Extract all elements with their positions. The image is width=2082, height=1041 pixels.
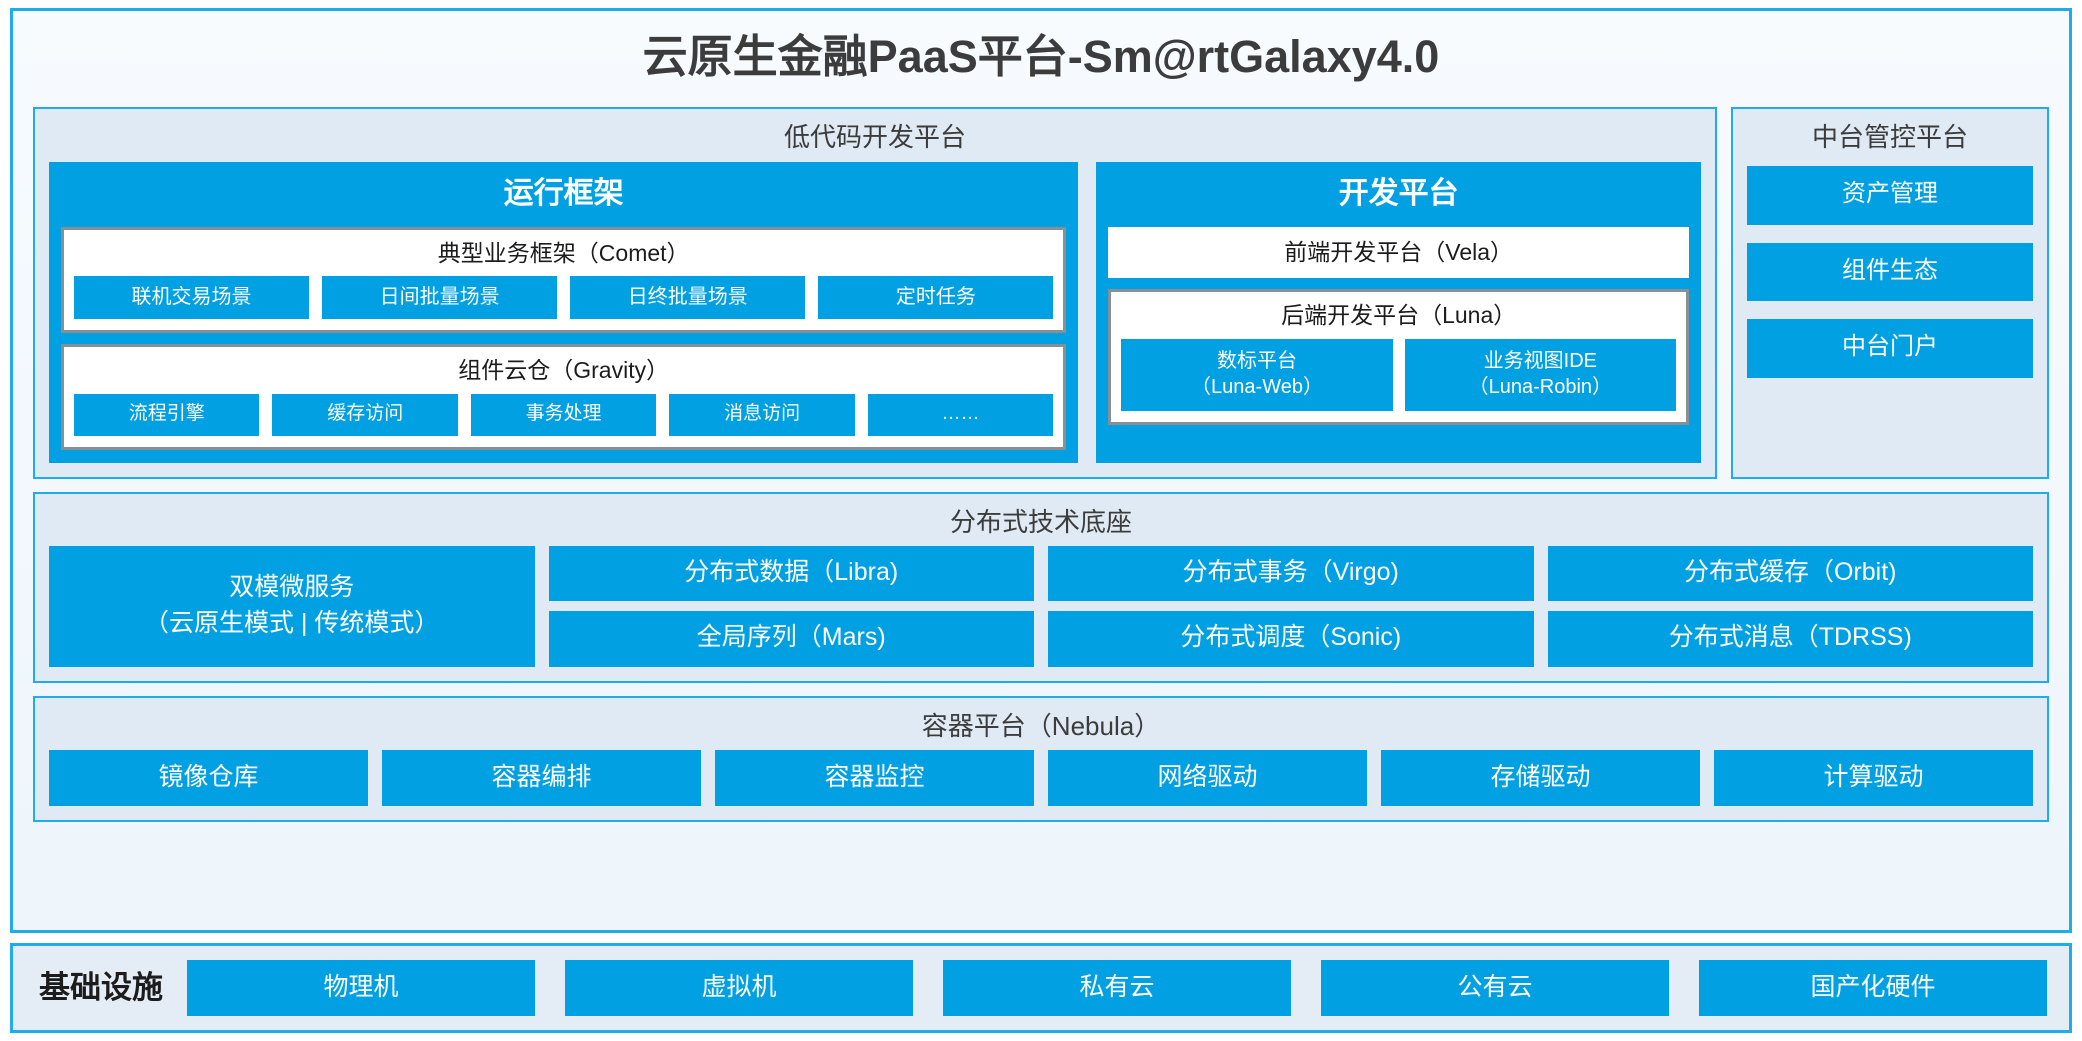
techbase-tile-tdrss[interactable]: 分布式消息（TDRSS) bbox=[1547, 611, 2033, 667]
gravity-item[interactable]: 流程引擎 bbox=[74, 393, 260, 436]
backend-dev-platform-title: 后端开发平台（Luna） bbox=[1281, 302, 1517, 329]
backend-dev-platform-luna-box: 后端开发平台（Luna） 数标平台 （Luna-Web） 业务视图IDE （Lu… bbox=[1108, 289, 1689, 425]
comet-item[interactable]: 定时任务 bbox=[818, 276, 1054, 320]
comet-item[interactable]: 日终批量场景 bbox=[570, 276, 806, 320]
luna-web-tile[interactable]: 数标平台 （Luna-Web） bbox=[1121, 338, 1393, 411]
infra-tile-virtual-machine[interactable]: 虚拟机 bbox=[565, 960, 913, 1016]
gravity-item-more[interactable]: …… bbox=[867, 393, 1054, 436]
comet-item[interactable]: 日间批量场景 bbox=[322, 276, 558, 320]
gravity-box: 组件云仓（Gravity） 流程引擎 缓存访问 事务处理 消息访问 …… bbox=[61, 344, 1067, 450]
techbase-col-1: 分布式数据（Libra) 全局序列（Mars) bbox=[548, 546, 1034, 667]
techbase-col-3: 分布式缓存（Orbit) 分布式消息（TDRSS) bbox=[1547, 546, 2033, 667]
infra-tile-private-cloud[interactable]: 私有云 bbox=[943, 960, 1291, 1016]
luna-chip-row: 数标平台 （Luna-Web） 业务视图IDE （Luna-Robin） bbox=[1121, 338, 1676, 411]
midctrl-platform-panel: 中台管控平台 资产管理 组件生态 中台门户 bbox=[1731, 107, 2049, 479]
infrastructure-tiles: 物理机 虚拟机 私有云 公有云 国产化硬件 bbox=[187, 960, 2047, 1016]
microservice-line2: （云原生模式 | 传统模式） bbox=[144, 609, 440, 638]
midctrl-item-portal[interactable]: 中台门户 bbox=[1747, 319, 2033, 379]
luna-web-line2: （Luna-Web） bbox=[1191, 375, 1323, 398]
infra-tile-physical-machine[interactable]: 物理机 bbox=[187, 960, 535, 1016]
techbase-panel: 分布式技术底座 双模微服务 （云原生模式 | 传统模式） 分布式数据（Libra… bbox=[33, 491, 2049, 683]
luna-robin-tile[interactable]: 业务视图IDE （Luna-Robin） bbox=[1404, 338, 1676, 411]
dev-platform-box: 开发平台 前端开发平台（Vela） 后端开发平台（Luna） 数标平台 （Lun… bbox=[1096, 161, 1701, 463]
techbase-title: 分布式技术底座 bbox=[949, 506, 1132, 537]
midctrl-item-list: 资产管理 组件生态 中台门户 bbox=[1747, 162, 2033, 463]
gravity-title: 组件云仓（Gravity） bbox=[458, 357, 670, 384]
container-tile-orchestration[interactable]: 容器编排 bbox=[382, 750, 701, 807]
container-tile-compute-driver[interactable]: 计算驱动 bbox=[1714, 750, 2033, 807]
container-tile-network-driver[interactable]: 网络驱动 bbox=[1048, 750, 1367, 807]
gravity-chip-row: 流程引擎 缓存访问 事务处理 消息访问 …… bbox=[74, 393, 1054, 436]
gravity-item[interactable]: 消息访问 bbox=[669, 393, 855, 436]
container-tile-monitoring[interactable]: 容器监控 bbox=[715, 750, 1034, 807]
infrastructure-label: 基础设施 bbox=[39, 969, 163, 1005]
midctrl-platform-title: 中台管控平台 bbox=[1811, 122, 1968, 153]
dev-platform-title: 开发平台 bbox=[1338, 176, 1459, 210]
frontend-dev-platform-vela[interactable]: 前端开发平台（Vela） bbox=[1108, 226, 1689, 279]
comet-item[interactable]: 联机交易场景 bbox=[74, 276, 310, 320]
container-platform-title: 容器平台（Nebula） bbox=[921, 710, 1161, 741]
lowcode-platform-body: 运行框架 典型业务框架（Comet） 联机交易场景 日间批量场景 日终批量场景 … bbox=[49, 161, 1701, 463]
comet-box: 典型业务框架（Comet） 联机交易场景 日间批量场景 日终批量场景 定时任务 bbox=[61, 226, 1067, 334]
infra-tile-public-cloud[interactable]: 公有云 bbox=[1321, 960, 1669, 1016]
comet-title: 典型业务框架（Comet） bbox=[437, 239, 690, 266]
techbase-tile-orbit[interactable]: 分布式缓存（Orbit) bbox=[1547, 546, 2033, 602]
top-row: 低代码开发平台 运行框架 典型业务框架（Comet） 联机交易场景 日间批量场景… bbox=[33, 107, 2049, 479]
container-platform-panel: 容器平台（Nebula） 镜像仓库 容器编排 容器监控 网络驱动 存储驱动 计算… bbox=[33, 695, 2049, 823]
lowcode-platform-title: 低代码开发平台 bbox=[783, 122, 966, 153]
techbase-tile-mars[interactable]: 全局序列（Mars) bbox=[548, 611, 1034, 667]
techbase-col-2: 分布式事务（Virgo) 分布式调度（Sonic) bbox=[1048, 546, 1534, 667]
runtime-framework-title: 运行框架 bbox=[503, 176, 624, 210]
techbase-col-microservice: 双模微服务 （云原生模式 | 传统模式） bbox=[49, 546, 535, 667]
microservice-tile[interactable]: 双模微服务 （云原生模式 | 传统模式） bbox=[49, 546, 535, 667]
techbase-grid: 双模微服务 （云原生模式 | 传统模式） 分布式数据（Libra) 全局序列（M… bbox=[49, 546, 2033, 667]
main-platform-card: 云原生金融PaaS平台-Sm@rtGalaxy4.0 低代码开发平台 运行框架 … bbox=[10, 8, 2072, 933]
container-tile-image-repo[interactable]: 镜像仓库 bbox=[49, 750, 368, 807]
gravity-item[interactable]: 缓存访问 bbox=[272, 393, 458, 436]
techbase-tile-libra[interactable]: 分布式数据（Libra) bbox=[548, 546, 1034, 602]
infra-tile-domestic-hardware[interactable]: 国产化硬件 bbox=[1699, 960, 2047, 1016]
luna-web-line1: 数标平台 bbox=[1217, 349, 1297, 372]
luna-robin-line1: 业务视图IDE bbox=[1483, 349, 1597, 372]
techbase-tile-virgo[interactable]: 分布式事务（Virgo) bbox=[1048, 546, 1534, 602]
infrastructure-bar: 基础设施 物理机 虚拟机 私有云 公有云 国产化硬件 bbox=[10, 943, 2072, 1033]
page-title: 云原生金融PaaS平台-Sm@rtGalaxy4.0 bbox=[642, 31, 1440, 82]
gravity-item[interactable]: 事务处理 bbox=[470, 393, 657, 436]
luna-robin-line2: （Luna-Robin） bbox=[1468, 375, 1613, 398]
comet-chip-row: 联机交易场景 日间批量场景 日终批量场景 定时任务 bbox=[74, 276, 1054, 320]
midctrl-item-asset-management[interactable]: 资产管理 bbox=[1747, 165, 2033, 225]
midctrl-item-component-ecosystem[interactable]: 组件生态 bbox=[1747, 242, 2033, 302]
container-tile-row: 镜像仓库 容器编排 容器监控 网络驱动 存储驱动 计算驱动 bbox=[49, 750, 2033, 807]
runtime-framework-box: 运行框架 典型业务框架（Comet） 联机交易场景 日间批量场景 日终批量场景 … bbox=[49, 161, 1079, 463]
microservice-line1: 双模微服务 bbox=[229, 573, 355, 602]
techbase-tile-sonic[interactable]: 分布式调度（Sonic) bbox=[1048, 611, 1534, 667]
lowcode-platform-panel: 低代码开发平台 运行框架 典型业务框架（Comet） 联机交易场景 日间批量场景… bbox=[33, 107, 1717, 479]
container-tile-storage-driver[interactable]: 存储驱动 bbox=[1381, 750, 1700, 807]
